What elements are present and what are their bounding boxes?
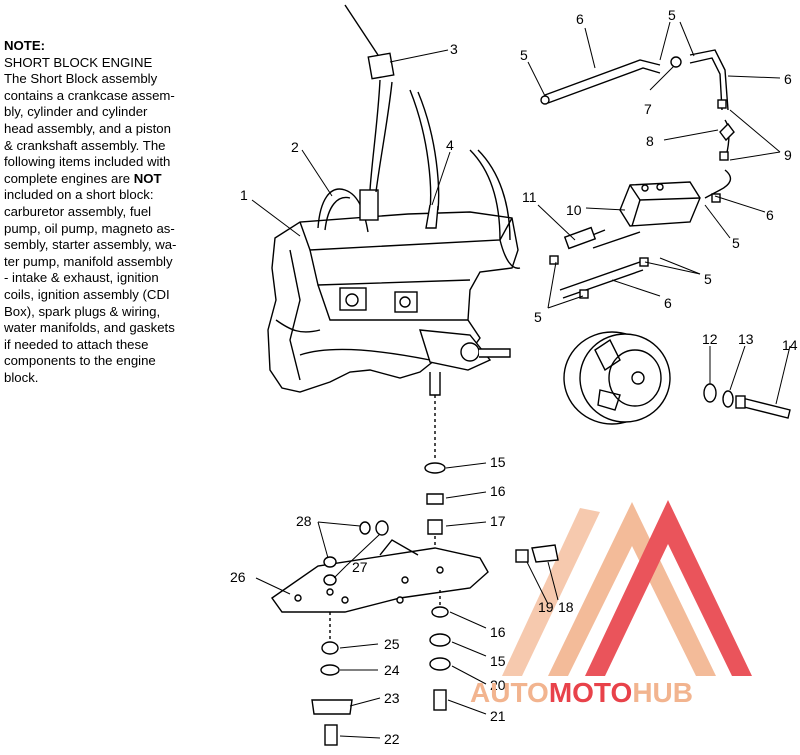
callout-23: 23	[384, 690, 400, 706]
note-line: block.	[4, 369, 39, 385]
note-line: Box), spark plugs & wiring,	[4, 303, 161, 319]
watermark-logo	[502, 500, 752, 676]
note-line: head assembly, and a piston	[4, 120, 171, 136]
callout-6-c: 6	[766, 207, 774, 223]
watermark-part3: HUB	[632, 677, 693, 708]
note-line: included on a short block:	[4, 187, 154, 203]
callout-27: 27	[352, 559, 368, 575]
callout-16-b: 16	[490, 624, 506, 640]
note-line: bly, cylinder and cylinder	[4, 104, 148, 120]
leader-lines	[251, 21, 791, 739]
mount-hardware	[271, 395, 559, 746]
note-emphasis-word: NOT	[133, 170, 162, 186]
note-line: if needed to attach these	[4, 336, 149, 352]
callout-3: 3	[450, 41, 458, 57]
note-line: components to the engine	[4, 353, 156, 369]
note-line: sembly, starter assembly, wa-	[4, 237, 177, 253]
callout-17: 17	[490, 513, 506, 529]
watermark-triangle-outer	[548, 502, 716, 676]
watermark-text: AUTOMOTOHUB	[470, 677, 693, 708]
note-line-emphasis: complete engines are NOT	[4, 170, 162, 186]
callout-6-a: 6	[576, 11, 584, 27]
callout-15-a: 15	[490, 454, 506, 470]
callout-5-a: 5	[520, 47, 528, 63]
callout-28: 28	[296, 513, 312, 529]
callout-9: 9	[784, 147, 792, 163]
callout-19: 19	[538, 599, 554, 615]
short-block-note: NOTE: SHORT BLOCK ENGINE The Short Block…	[4, 38, 226, 386]
note-line: contains a crankcase assem-	[4, 87, 175, 103]
note-line: water manifolds, and gaskets	[4, 320, 175, 336]
note-line: The Short Block assembly	[4, 71, 158, 87]
callout-4: 4	[446, 137, 454, 153]
note-line: following items included with	[4, 154, 171, 170]
callout-20: 20	[490, 677, 506, 693]
watermark-part2: MOTO	[549, 677, 632, 708]
note-line: pump, oil pump, magneto as-	[4, 220, 175, 236]
callout-22: 22	[384, 731, 400, 747]
callout-1: 1	[240, 187, 248, 203]
callout-5-e: 5	[534, 309, 542, 325]
callout-2: 2	[291, 139, 299, 155]
callout-10: 10	[566, 202, 582, 218]
spark-plug-wires	[317, 4, 521, 269]
recoil-starter	[563, 331, 671, 425]
callout-11: 11	[522, 189, 537, 205]
engine-block	[267, 211, 519, 396]
callout-5-d: 5	[704, 271, 712, 287]
callout-6-d: 6	[664, 295, 672, 311]
callout-12: 12	[702, 331, 718, 347]
callout-numbers: 1 2 3 4 5 5 5 5 5 6 6 6 6 7 8 9 10 11 12…	[230, 7, 798, 747]
note-line: SHORT BLOCK ENGINE	[4, 54, 153, 70]
watermark-word: AUTOMOTOHUB	[470, 677, 693, 708]
callout-8: 8	[646, 133, 654, 149]
callout-7: 7	[644, 101, 652, 117]
note-line: & crankshaft assembly. The	[4, 137, 166, 153]
callout-25: 25	[384, 636, 400, 652]
note-line: carburetor assembly, fuel	[4, 203, 152, 219]
fuel-pump-group	[540, 49, 735, 299]
watermark-part1: AUTO	[470, 677, 549, 708]
callout-15-b: 15	[490, 653, 506, 669]
note-title: NOTE:	[4, 38, 46, 53]
callout-5-c: 5	[732, 235, 740, 251]
note-line: - intake & exhaust, ignition	[4, 270, 159, 286]
callout-21: 21	[490, 708, 506, 724]
callout-18: 18	[558, 599, 574, 615]
callout-13: 13	[738, 331, 754, 347]
callout-5-b: 5	[668, 7, 676, 23]
callout-6-b: 6	[784, 71, 792, 87]
note-line: ter pump, manifold assembly	[4, 253, 173, 269]
watermark-stroke	[502, 508, 600, 676]
starter-bolt-group	[703, 383, 791, 419]
callout-26: 26	[230, 569, 246, 585]
note-line: coils, ignition assembly (CDI	[4, 286, 170, 302]
callout-14: 14	[782, 337, 798, 353]
watermark-triangle-inner	[585, 500, 752, 676]
callout-16-a: 16	[490, 483, 506, 499]
callout-24: 24	[384, 662, 400, 678]
